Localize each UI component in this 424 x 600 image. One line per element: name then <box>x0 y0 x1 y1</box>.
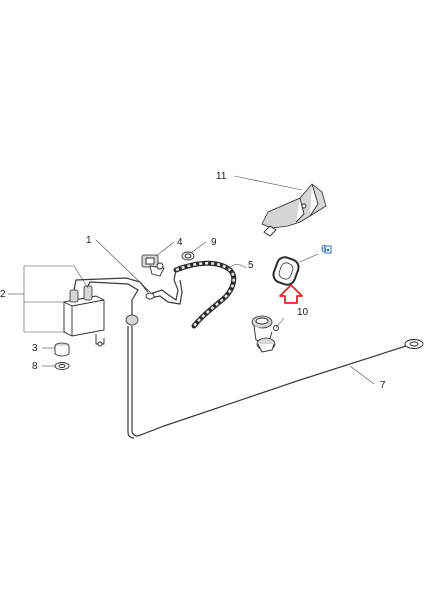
leader-11 <box>233 175 303 191</box>
callout-3: 3 <box>32 343 38 354</box>
part-10-connector <box>251 315 279 353</box>
callout-9: 9 <box>211 237 217 248</box>
part-8-washer <box>54 362 70 370</box>
part-2-canister <box>63 285 105 347</box>
part-6-grommet <box>324 245 332 254</box>
callout-4: 4 <box>177 237 183 248</box>
leader-5 <box>227 264 247 271</box>
gasket-ring <box>272 256 300 286</box>
highlight-arrow <box>279 284 303 304</box>
leader-7 <box>349 365 375 385</box>
callout-7: 7 <box>380 380 386 391</box>
part-5-hose <box>173 260 237 329</box>
leader-2 <box>8 265 89 333</box>
part-4-connector <box>141 254 165 277</box>
part-1-pipe <box>145 269 183 305</box>
part-9-clamp <box>181 251 195 261</box>
callout-6: 6 <box>321 244 327 255</box>
callout-11: 11 <box>216 171 227 182</box>
part-3-sleeve <box>54 342 70 357</box>
leader-4 <box>155 241 175 257</box>
leader-9 <box>191 241 207 253</box>
callout-5: 5 <box>248 260 254 271</box>
leader-6 <box>299 253 319 263</box>
callout-8: 8 <box>32 361 38 372</box>
callout-10: 10 <box>297 307 309 318</box>
callout-2: 2 <box>0 289 6 300</box>
leader-10 <box>275 317 285 329</box>
canister-hoses <box>73 277 149 326</box>
part-11-bracket <box>261 183 327 237</box>
callout-1: 1 <box>86 235 92 246</box>
part-7-pipe <box>127 326 424 439</box>
